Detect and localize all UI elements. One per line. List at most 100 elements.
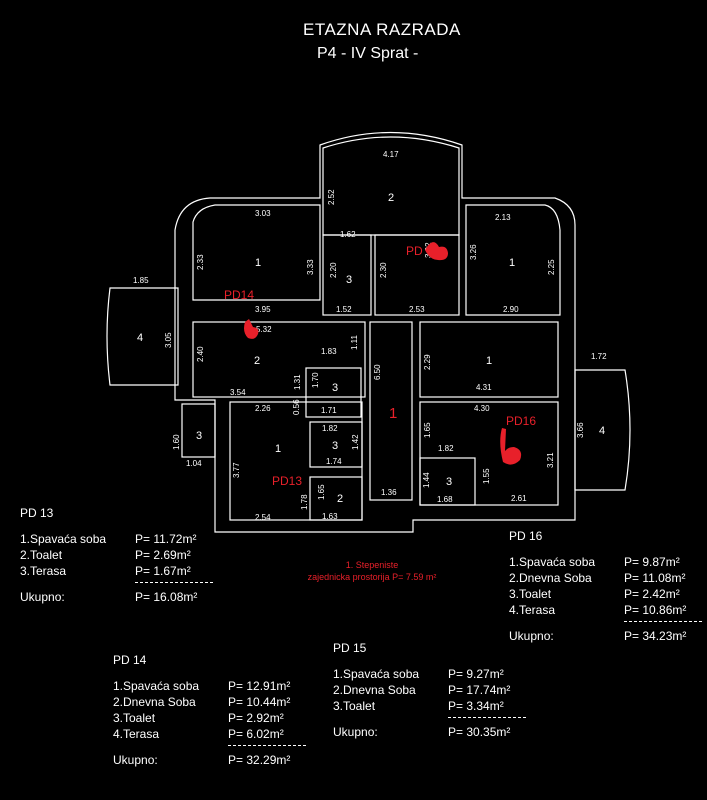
dimension-label: 1.60 [172,434,181,450]
room-name: 2.Dnevna Soba [509,571,592,585]
dimension-label: 2.13 [495,213,511,222]
total-area: P= 16.08m² [135,590,198,604]
dimension-label: 6.50 [373,364,382,380]
dimension-label: 1.63 [322,512,338,521]
dimension-label: 2.53 [409,305,425,314]
dimension-label: 3.26 [469,244,478,260]
dimension-labels: 4.17 2.52 1.62 3.03 2.13 2.33 3.33 2.20 … [133,150,607,522]
dimension-label: 1.83 [321,347,337,356]
room-area: P= 10.86m² [624,603,687,617]
room-number: 3 [446,476,452,488]
dimension-label: 3.21 [546,452,555,468]
terrace-outline [574,369,631,491]
room-area: P= 11.08m² [624,571,686,585]
room-outline [374,234,460,316]
room-area: P= 1.67m² [135,564,191,578]
room-name: 1.Spavaća soba [113,679,200,693]
room-area: P= 2.42m² [624,587,680,601]
room-numbers: 2 1 3 1 4 2 3 1 3 1 3 2 3 4 1 [137,192,605,505]
unit-label-pd13: PD13 [272,474,302,488]
dimension-label: 2.25 [547,259,556,275]
room-name: 1.Spavaća soba [509,555,596,569]
room-area: P= 2.92m² [228,711,284,725]
dimension-label: 1.71 [321,406,337,415]
total-area: P= 30.35m² [448,725,511,739]
room-number: 3 [332,382,338,394]
room-name: 3.Terasa [20,564,67,578]
dimension-label: 1.68 [437,495,453,504]
dimension-label: 2.52 [327,189,336,205]
room-number: 3 [196,430,202,442]
room-name: 4.Terasa [113,727,160,741]
room-number: 3 [346,274,352,286]
handwritten-mark-icon [425,242,448,261]
legend-row: 1.Spavaća soba P= 12.91m² [113,678,306,694]
dimension-label: 2.54 [255,513,271,522]
dimension-label: 1.85 [133,276,149,285]
legend-separator [228,745,306,747]
room-number: 1 [486,355,492,367]
room-area: P= 6.02m² [228,727,284,741]
room-name: 4.Terasa [509,603,556,617]
dimension-label: 1.31 [293,374,302,390]
total-area: P= 34.23m² [624,629,687,643]
dimension-label: 0.56 [292,399,301,415]
total-label: Ukupno: [113,753,158,767]
legend-heading: PD 15 [333,641,367,655]
room-number: 1 [275,443,281,455]
unit-labels: PD14 PD PD13 PD16 [224,244,536,488]
dimension-label: 3.05 [164,332,173,348]
room-outline [192,204,321,301]
dimension-label: 2.40 [196,346,205,362]
dimension-label: 1.62 [340,230,356,239]
room-number: 4 [137,332,143,344]
dimension-label: 2.90 [503,305,519,314]
room-area: P= 11.72m² [135,532,197,546]
room-outline [309,421,363,468]
legend-separator [135,582,213,584]
unit-label-pd15: PD [406,244,423,258]
dimension-label: 3.03 [255,209,271,218]
dimension-label: 1.04 [186,459,202,468]
dimension-label: 3.33 [306,259,315,275]
legend-heading: PD 16 [509,529,543,543]
dimension-label: 1.65 [317,484,326,500]
dimension-label: 1.82 [322,424,338,433]
terrace-outline [106,287,179,386]
room-outline [419,321,559,398]
dimension-label: 1.44 [422,472,431,488]
outer-wall [174,131,576,533]
dimension-label: 5.32 [256,325,272,334]
dimension-label: 2.30 [379,262,388,278]
dimension-label: 1.42 [351,434,360,450]
dimension-label: 3.95 [255,305,271,314]
dimension-label: 2.33 [196,254,205,270]
dimension-label: 1.52 [336,305,352,314]
legend-row: 4.Terasa P= 6.02m² [113,726,306,742]
legend-heading: PD 13 [20,506,54,520]
room-outline [465,204,561,316]
total-label: Ukupno: [20,590,65,604]
dimension-label: 2.29 [423,354,432,370]
legend-row: 2.Dnevna Soba P= 11.08m² [509,570,702,586]
dimension-label: 1.11 [350,334,359,350]
room-outline [419,457,476,506]
room-area: P= 12.91m² [228,679,291,693]
plan-subtitle: P4 - IV Sprat - [317,45,419,62]
legend-total: Ukupno:P= 32.29m² [113,752,306,768]
room-name: 2.Toalet [20,548,63,562]
room-number: 2 [337,493,343,505]
room-number: 4 [599,425,605,437]
legend-total: Ukupno:P= 34.23m² [509,628,702,644]
room-outline [309,476,363,521]
room-outline [305,367,362,418]
